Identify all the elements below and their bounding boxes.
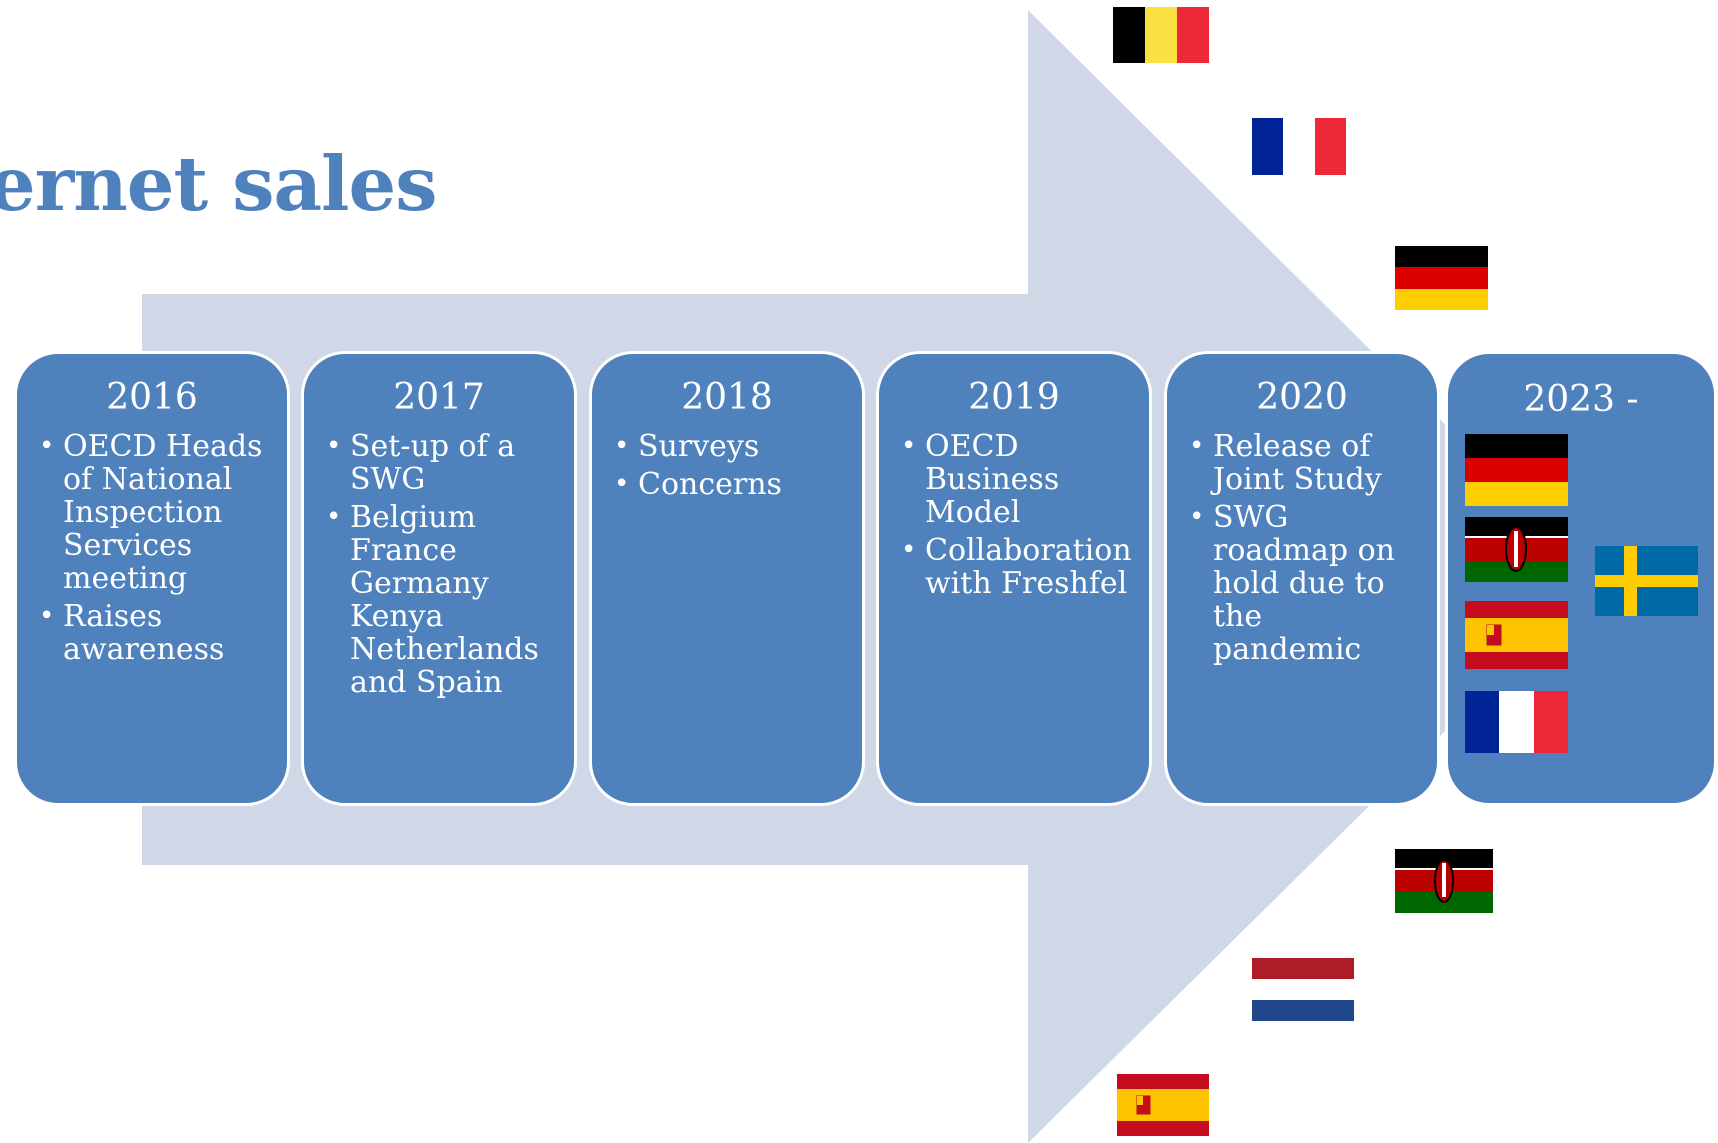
bullet-list: OECD Heads of National Inspection Servic… [17, 430, 287, 666]
france-flag-icon [1252, 118, 1346, 175]
kenya-flag-icon [1395, 849, 1493, 913]
card-year: 2023 - [1523, 379, 1639, 420]
card-year: 2017 [393, 377, 485, 418]
bullet-list: Release of Joint Study SWG roadmap on ho… [1167, 430, 1437, 666]
bullet-item: SWG roadmap on hold due to the pandemic [1189, 501, 1403, 666]
bullet-item: Release of Joint Study [1189, 430, 1403, 496]
bullet-item: Raises awareness [39, 600, 287, 666]
card-year: 2019 [968, 377, 1060, 418]
bullet-item: Surveys [614, 430, 862, 463]
bullet-list: Surveys Concerns [592, 430, 862, 501]
card-year: 2018 [681, 377, 773, 418]
germany-flag-icon [1395, 246, 1488, 310]
kenya-flag-icon [1465, 517, 1568, 582]
bullet-item: Set-up of a SWG [326, 430, 574, 496]
timeline-card-2020: 2020 Release of Joint Study SWG roadmap … [1164, 351, 1440, 806]
spain-flag-icon [1117, 1074, 1209, 1136]
belgium-flag-icon [1113, 7, 1209, 63]
bullet-item: Belgium France Germany Kenya Netherlands… [326, 501, 539, 699]
timeline-card-2018: 2018 Surveys Concerns [589, 351, 865, 806]
card-year: 2016 [106, 377, 198, 418]
card-year: 2020 [1256, 377, 1348, 418]
arrow-shape [142, 10, 1600, 1143]
bullet-item: OECD Business Model [901, 430, 1075, 529]
bullet-item: OECD Heads of National Inspection Servic… [39, 430, 287, 595]
timeline-card-2017: 2017 Set-up of a SWG Belgium France Germ… [301, 351, 577, 806]
spain-flag-icon [1465, 601, 1568, 669]
bullet-item: Concerns [614, 468, 862, 501]
bullet-list: OECD Business Model Collaboration with F… [879, 430, 1149, 600]
page-title: ernet sales [0, 140, 437, 228]
netherlands-flag-icon [1252, 958, 1354, 1021]
bullet-item: Collaboration with Freshfel [901, 534, 1149, 600]
timeline-card-2019: 2019 OECD Business Model Collaboration w… [876, 351, 1152, 806]
germany-flag-icon [1465, 434, 1568, 506]
timeline-card-2023: 2023 - [1445, 351, 1717, 806]
sweden-flag-icon [1595, 546, 1698, 616]
bullet-list: Set-up of a SWG Belgium France Germany K… [304, 430, 574, 699]
timeline-card-2016: 2016 OECD Heads of National Inspection S… [14, 351, 290, 806]
france-flag-icon [1465, 691, 1568, 753]
